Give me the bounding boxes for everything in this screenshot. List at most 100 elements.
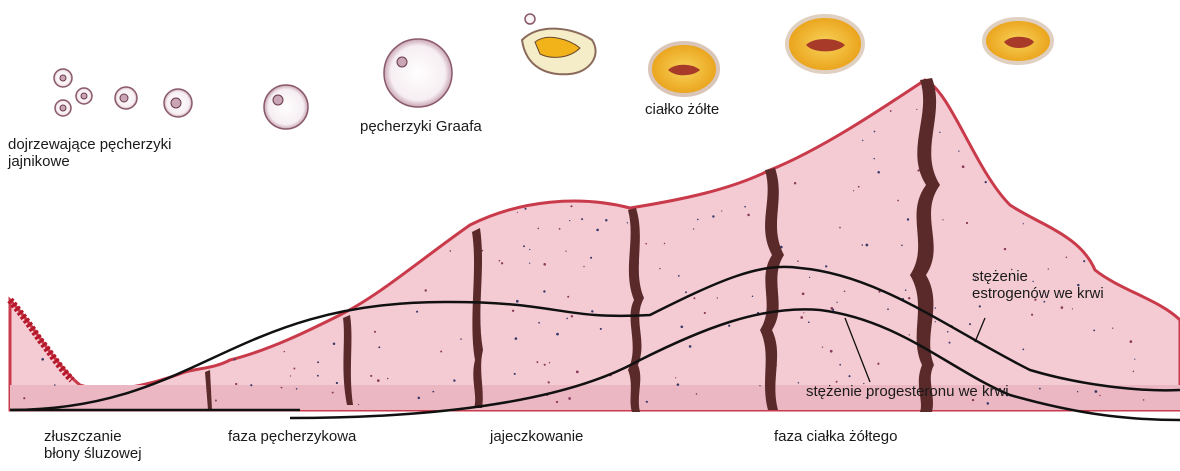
tissue-speck xyxy=(1031,314,1033,316)
graafian-follicles-label: pęcherzyki Graafa xyxy=(360,118,482,135)
follicle-ovulating xyxy=(525,14,535,24)
follicle-medium xyxy=(264,85,308,129)
tissue-speck xyxy=(583,266,584,267)
tissue-speck xyxy=(825,265,827,267)
tissue-speck xyxy=(797,260,799,262)
tissue-speck xyxy=(887,308,889,310)
tissue-speck xyxy=(538,322,540,324)
tissue-speck xyxy=(377,379,380,382)
tissue-speck xyxy=(524,208,526,210)
tissue-speck xyxy=(499,260,501,262)
tissue-speck xyxy=(570,205,572,207)
tissue-speck xyxy=(704,312,706,314)
tissue-speck xyxy=(501,262,503,264)
tissue-speck xyxy=(680,325,683,328)
tissue-speck xyxy=(1083,260,1085,262)
phase-luteal-label: faza ciałka żółtego xyxy=(774,428,897,445)
tissue-speck xyxy=(514,373,516,375)
tissue-speck xyxy=(571,315,573,317)
tissue-speck xyxy=(962,165,965,168)
tissue-speck xyxy=(416,311,418,313)
tissue-speck xyxy=(693,297,695,299)
tissue-speck xyxy=(873,158,874,159)
tissue-speck xyxy=(548,381,550,383)
tissue-speck xyxy=(536,361,538,363)
tissue-speck xyxy=(1023,223,1024,224)
tissue-speck xyxy=(798,382,800,384)
corpus-luteum-stages xyxy=(650,16,1052,95)
tissue-speck xyxy=(677,383,680,386)
phase-follicular-label: faza pęcherzykowa xyxy=(228,428,356,445)
tissue-speck xyxy=(333,342,336,345)
tissue-speck xyxy=(862,244,864,246)
tissue-speck xyxy=(697,219,699,221)
tissue-speck xyxy=(877,363,879,365)
tissue-speck xyxy=(935,307,936,308)
tissue-speck xyxy=(717,297,718,298)
tissue-speck xyxy=(1022,348,1024,350)
tissue-speck xyxy=(235,383,237,385)
tissue-speck xyxy=(747,214,750,217)
tissue-speck xyxy=(544,364,546,366)
tissue-speck xyxy=(559,228,561,230)
tissue-speck xyxy=(600,328,602,330)
tissue-speck xyxy=(901,245,903,247)
tissue-speck xyxy=(645,243,647,245)
tissue-speck xyxy=(432,391,434,393)
estrogen-label: stężenie estrogenów we krwi xyxy=(972,268,1104,302)
tissue-speck xyxy=(317,375,319,377)
tissue-speck xyxy=(987,402,990,405)
tissue-speck xyxy=(440,351,442,353)
tissue-speck xyxy=(803,312,804,313)
tissue-speck xyxy=(1077,391,1078,392)
tissue-speck xyxy=(712,215,714,217)
tissue-speck xyxy=(794,182,796,184)
tissue-speck xyxy=(685,291,687,293)
tissue-speck xyxy=(516,300,519,303)
tissue-speck xyxy=(537,228,539,230)
maturing-follicles-label: dojrzewające pęcherzyki jajnikowe xyxy=(8,136,171,170)
tissue-speck xyxy=(939,132,940,133)
tissue-speck xyxy=(1066,257,1068,259)
tissue-speck xyxy=(800,316,803,319)
tissue-speck xyxy=(949,342,951,344)
tissue-speck xyxy=(830,307,833,310)
tissue-speck xyxy=(848,375,850,377)
tissue-speck xyxy=(581,218,583,220)
tissue-speck xyxy=(1072,308,1073,309)
tissue-speck xyxy=(556,333,559,336)
tissue-speck xyxy=(853,190,854,191)
tissue-speck xyxy=(839,227,841,229)
tissue-speck xyxy=(979,305,981,307)
tissue-speck xyxy=(693,228,694,229)
tissue-speck xyxy=(907,218,909,220)
tissue-speck xyxy=(569,220,570,221)
tissue-speck xyxy=(844,290,846,292)
tissue-speck xyxy=(23,397,25,399)
tissue-speck xyxy=(374,331,376,333)
tissue-speck xyxy=(1130,340,1133,343)
tissue-speck xyxy=(515,337,518,340)
tissue-speck xyxy=(590,257,592,259)
tissue-speck xyxy=(664,243,665,244)
tissue-speck xyxy=(418,397,421,400)
tissue-speck xyxy=(215,400,217,402)
tissue-speck xyxy=(568,397,571,400)
tissue-speck xyxy=(317,361,319,363)
tissue-speck xyxy=(460,338,461,339)
tissue-speck xyxy=(596,229,599,232)
tissue-speck xyxy=(591,310,593,312)
tissue-speck xyxy=(802,292,805,295)
tissue-speck xyxy=(54,384,56,386)
tissue-speck xyxy=(809,277,810,278)
tissue-speck xyxy=(370,375,372,377)
tissue-speck xyxy=(696,393,698,395)
tissue-speck xyxy=(728,325,730,327)
tissue-speck xyxy=(836,302,837,303)
tissue-speck xyxy=(689,345,692,348)
tissue-speck xyxy=(1133,371,1135,373)
tissue-speck xyxy=(1112,328,1113,329)
tissue-speck xyxy=(556,401,558,403)
tissue-speck xyxy=(874,131,876,133)
